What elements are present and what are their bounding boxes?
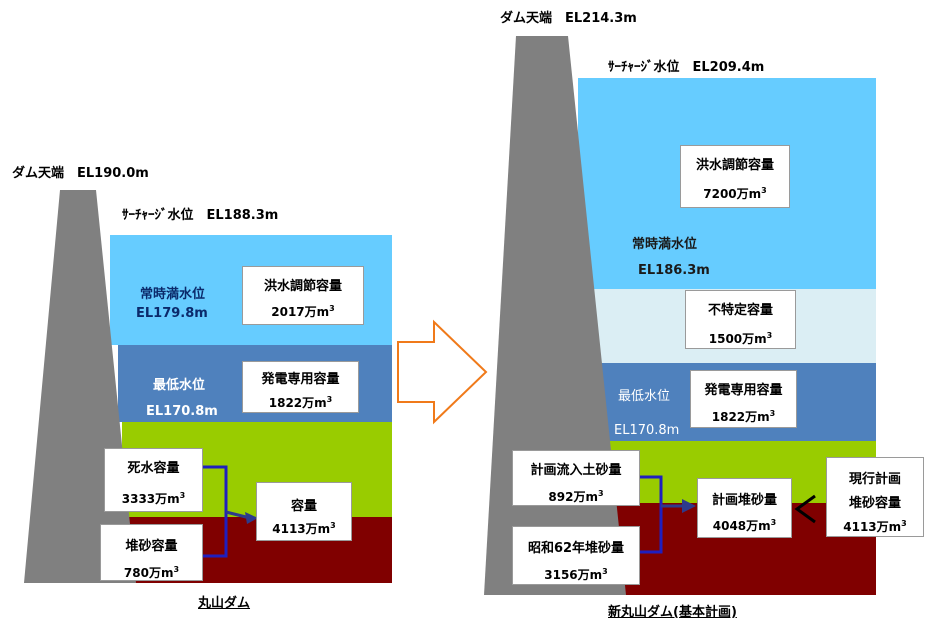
- right-power-capacity-box: 発電専用容量 1822万m3: [690, 370, 797, 428]
- left-min-water-label: 最低水位: [153, 378, 206, 393]
- right-unspecified-capacity-box: 不特定容量 1500万m3: [685, 290, 796, 349]
- left-normal-water-label: 常時満水位: [140, 287, 206, 302]
- left-flood-capacity-box: 洪水調節容量 2017万m3: [242, 266, 364, 325]
- right-s62-sediment-box: 昭和62年堆砂量 3156万m3: [512, 526, 640, 585]
- left-sediment-capacity-title: 堆砂容量: [125, 539, 178, 554]
- right-normal-water-label: 常時満水位: [632, 237, 698, 252]
- transition-arrow-icon: [397, 319, 488, 425]
- right-unspecified-capacity-title: 不特定容量: [707, 303, 773, 318]
- left-dead-capacity-title: 死水容量: [127, 461, 180, 476]
- left-dam-caption: 丸山ダム: [198, 596, 251, 611]
- right-dam-body: [484, 36, 626, 595]
- left-total-capacity-value: 4113万m: [272, 522, 331, 536]
- left-bracket: [203, 465, 228, 558]
- left-power-capacity-box: 発電専用容量 1822万m3: [242, 361, 359, 413]
- right-crest-label: ダム天端 EL214.3m: [500, 11, 637, 26]
- right-flood-capacity-box: 洪水調節容量 7200万m3: [680, 145, 790, 208]
- left-normal-water-el: EL179.8m: [136, 306, 208, 321]
- left-sediment-capacity-box: 堆砂容量 780万m3: [100, 524, 203, 581]
- right-power-capacity-value: 1822万m: [711, 410, 770, 424]
- right-min-water-label: 最低水位: [618, 389, 671, 404]
- left-power-capacity-title: 発電専用容量: [261, 372, 340, 387]
- left-flood-capacity-title: 洪水調節容量: [263, 279, 342, 294]
- right-unspecified-capacity-value: 1500万m: [708, 332, 767, 346]
- right-power-capacity-title: 発電専用容量: [704, 383, 783, 398]
- right-bracket: [640, 475, 663, 554]
- right-inflow-sediment-value: 892万m: [548, 490, 598, 504]
- right-min-water-el: EL170.8m: [614, 423, 680, 438]
- left-bracket-arrowhead: [245, 512, 258, 524]
- left-flood-capacity-value: 2017万m: [271, 305, 330, 319]
- right-plan-sediment-value: 4048万m: [712, 519, 771, 533]
- left-dead-capacity-box: 死水容量 3333万m3: [104, 448, 203, 512]
- right-normal-water-el: EL186.3m: [638, 263, 710, 278]
- right-surcharge-label: ｻｰﾁｬｰｼﾞ水位 EL209.4m: [608, 60, 765, 75]
- right-flood-capacity-title: 洪水調節容量: [695, 158, 774, 173]
- right-plan-sediment-title: 計画堆砂量: [711, 493, 777, 508]
- right-bracket-arrowhead: [682, 499, 696, 513]
- left-total-capacity-title: 容量: [290, 499, 317, 514]
- right-plan-sediment-box: 計画堆砂量 4048万m3: [697, 478, 792, 538]
- left-power-capacity-value: 1822万m: [268, 396, 327, 410]
- right-flood-capacity-value: 7200万m: [703, 187, 762, 201]
- left-dead-capacity-value: 3333万m: [121, 492, 180, 506]
- left-crest-label: ダム天端 EL190.0m: [12, 166, 149, 181]
- left-min-water-el: EL170.8m: [146, 404, 218, 419]
- right-current-sediment-box: 現行計画 堆砂容量 4113万m3: [826, 457, 924, 537]
- right-current-sediment-value: 4113万m: [843, 520, 902, 534]
- right-current-sediment-title-1: 現行計画: [848, 472, 901, 487]
- left-sediment-capacity-value: 780万m: [123, 566, 174, 580]
- right-inflow-sediment-box: 計画流入土砂量 892万m3: [512, 450, 640, 506]
- right-dam-caption: 新丸山ダム(基本計画): [608, 605, 737, 620]
- compare-chevron-icon: [794, 494, 816, 524]
- right-inflow-sediment-title: 計画流入土砂量: [530, 463, 622, 478]
- right-s62-sediment-title: 昭和62年堆砂量: [527, 541, 625, 556]
- right-current-sediment-title-2: 堆砂容量: [848, 496, 901, 511]
- left-total-capacity-box: 容量 4113万m3: [256, 482, 352, 541]
- right-s62-sediment-value: 3156万m: [544, 568, 603, 582]
- left-surcharge-label: ｻｰﾁｬｰｼﾞ水位 EL188.3m: [122, 208, 279, 223]
